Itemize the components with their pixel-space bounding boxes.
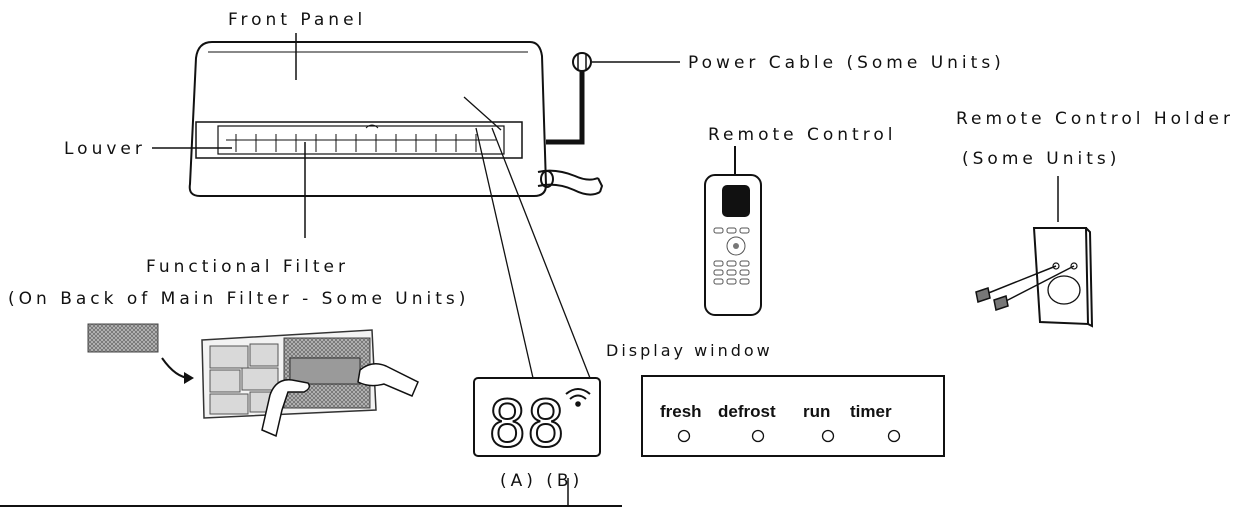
indicator-timer-led [887, 429, 901, 443]
remote-holder-label-line1: Remote Control Holder [956, 109, 1234, 129]
remote-control-label: Remote Control [708, 125, 896, 145]
display-zoom-lines [463, 96, 591, 379]
display-digits: 88 [488, 388, 565, 462]
indicator-fresh-label: fresh [660, 402, 702, 421]
indicator-defrost-label: defrost [718, 402, 776, 421]
remote-control [704, 174, 762, 316]
ab-label: (A) (B) [500, 471, 583, 491]
filter-illustration [87, 323, 419, 438]
functional-filter-piece [87, 323, 159, 353]
indicator-run-led [821, 429, 835, 443]
functional-filter-label-line1: Functional Filter [146, 257, 349, 277]
louver-label: Louver [64, 139, 146, 159]
remote-screen [722, 185, 750, 217]
indicator-fresh-led [677, 429, 691, 443]
screws-icon [975, 265, 1075, 311]
power-cable-label: Power Cable (Some Units) [688, 53, 1005, 73]
power-cable [546, 52, 680, 145]
indicator-defrost-led [751, 429, 765, 443]
indicator-run-label: run [803, 402, 830, 421]
display-window-label: Display window [606, 341, 773, 360]
front-panel-label: Front Panel [228, 10, 366, 30]
display-panel: 88 [473, 377, 601, 463]
remote-holder-label-line2: (Some Units) [962, 149, 1120, 169]
drain-hose [537, 169, 604, 196]
indicator-timer-label: timer [850, 402, 892, 421]
remote-holder [975, 227, 1094, 328]
functional-filter-label-line2: (On Back of Main Filter - Some Units) [8, 289, 469, 309]
louver-vanes [226, 134, 496, 152]
display-window-panel: fresh defrost run timer [641, 375, 945, 457]
indoor-unit [188, 41, 548, 197]
hands-icon [261, 363, 419, 438]
wifi-icon [565, 388, 591, 407]
